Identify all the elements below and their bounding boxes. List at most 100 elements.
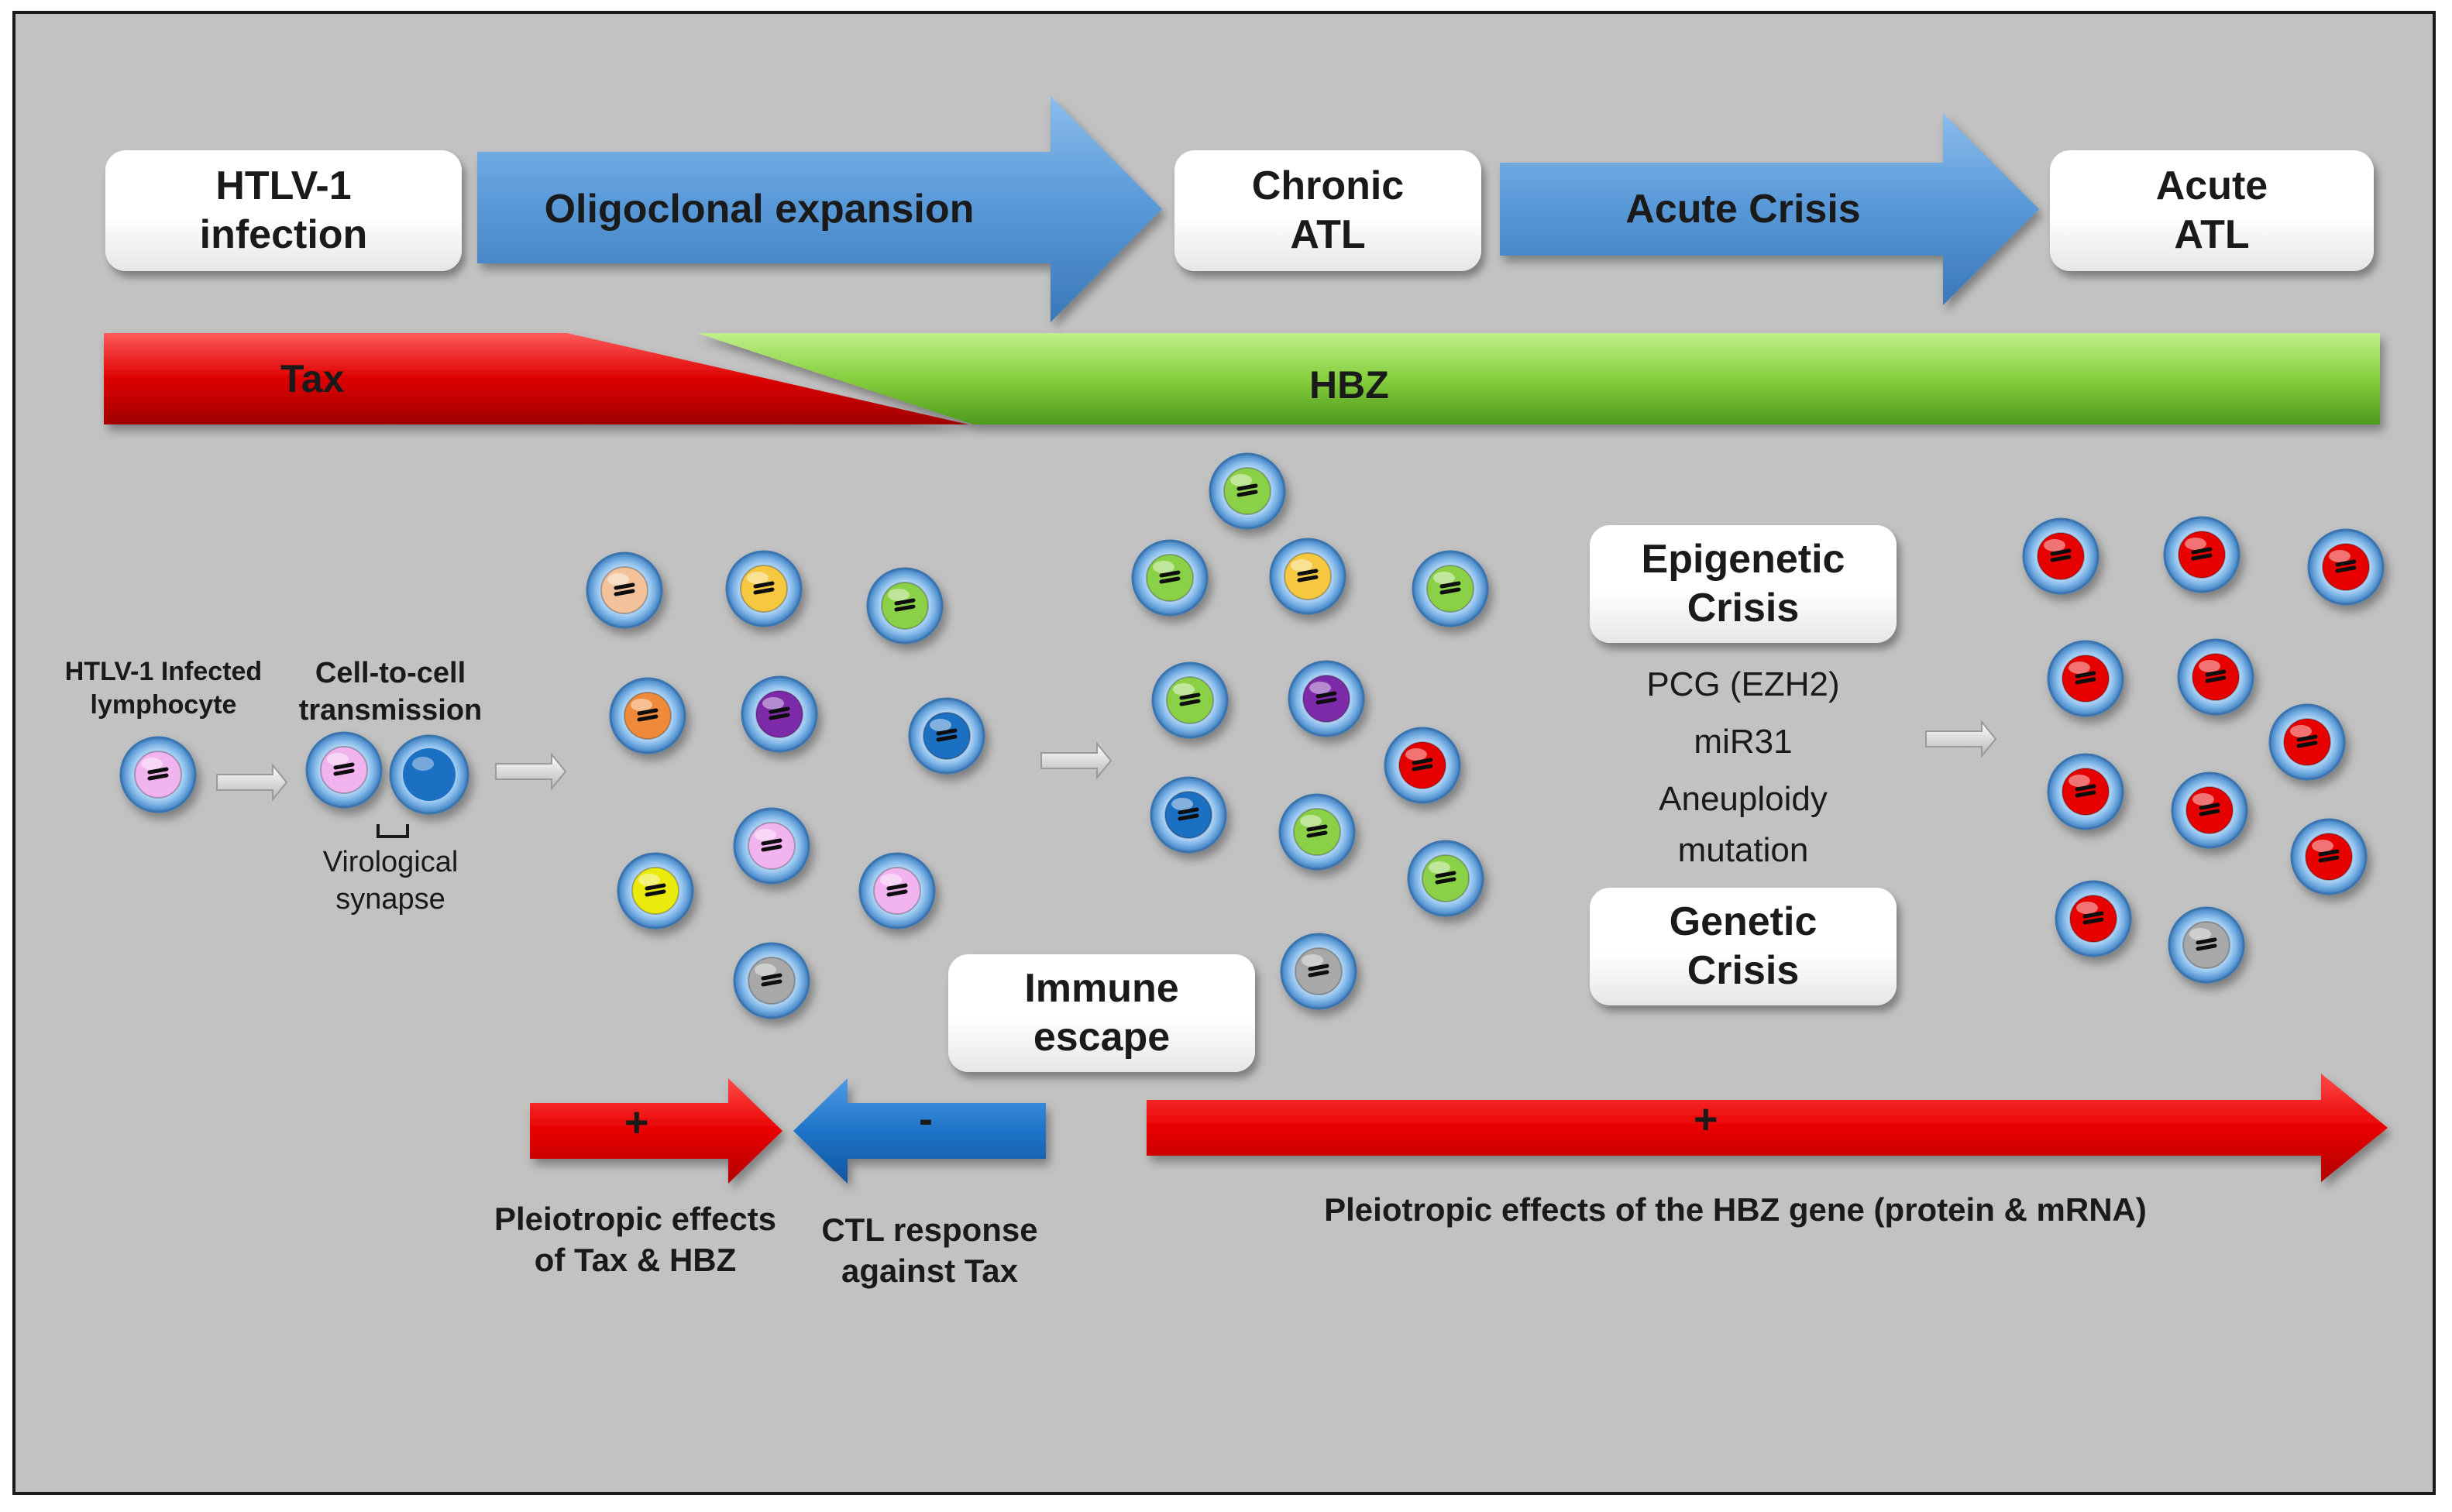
cell-nucleus — [1302, 675, 1350, 723]
provirus-icon — [1308, 964, 1329, 978]
cell-group — [119, 452, 2385, 1019]
cell — [119, 736, 197, 813]
cell-highlight — [638, 874, 660, 886]
hbz-plus-arrow — [1147, 1074, 2388, 1182]
cell-highlight — [1153, 561, 1174, 573]
provirus-icon — [761, 973, 782, 987]
cell-highlight — [2290, 725, 2312, 737]
provirus-icon — [1412, 758, 1433, 771]
cell-nucleus — [923, 712, 971, 760]
cell-nucleus — [2182, 921, 2230, 969]
cell-highlight — [2185, 538, 2206, 550]
label-acute-crisis: Acute Crisis — [1625, 187, 1861, 232]
cell-highlight — [888, 589, 910, 601]
cell-highlight — [2069, 775, 2090, 787]
cell — [609, 677, 686, 754]
cell-nucleus — [2283, 718, 2331, 766]
uninfected-cell — [389, 734, 469, 815]
stage-chronic-atl: Chronic ATL — [1174, 150, 1481, 271]
cell-nucleus — [2178, 531, 2226, 579]
cell-nucleus — [1295, 947, 1343, 995]
provirus-icon — [936, 728, 958, 742]
provirus-icon — [147, 767, 169, 781]
cell-nucleus — [1426, 565, 1474, 613]
cell-nucleus — [2185, 786, 2234, 834]
progression-arrow-4 — [1925, 720, 1997, 758]
label-tax: Tax — [280, 357, 345, 400]
cell-nucleus — [748, 957, 796, 1005]
cell-nucleus — [2305, 833, 2353, 881]
box-immune-escape: Immune escape — [948, 954, 1255, 1072]
provirus-icon — [2082, 911, 2104, 925]
cell — [2290, 818, 2368, 895]
sign-minus-ctl: - — [919, 1096, 933, 1143]
cell — [858, 852, 936, 930]
cell-highlight — [2329, 550, 2351, 562]
cell — [1209, 452, 1286, 530]
synapse-bracket — [377, 824, 409, 838]
cell-highlight — [755, 964, 776, 976]
cell — [2307, 528, 2385, 606]
acute-crisis-arrow — [1500, 113, 2039, 305]
provirus-icon — [1236, 483, 1258, 497]
cell-highlight — [1291, 559, 1312, 572]
label-virological-synapse: Virological synapse — [322, 846, 459, 916]
factor-mir31: miR31 — [1694, 723, 1793, 761]
cell-highlight — [2312, 840, 2333, 852]
cell — [1269, 538, 1346, 615]
cell-highlight — [1429, 861, 1450, 874]
label-oligoclonal-expansion: Oligoclonal expansion — [544, 187, 975, 232]
provirus-icon — [761, 838, 782, 852]
provirus-icon — [645, 883, 666, 897]
provirus-icon — [2191, 547, 2213, 561]
ctl-minus-arrow — [793, 1078, 1046, 1184]
cell-highlight — [880, 874, 902, 886]
cell — [2047, 640, 2124, 717]
cell-nucleus — [600, 566, 648, 614]
cell — [2168, 906, 2245, 984]
cell — [2171, 771, 2248, 849]
cell-nucleus — [1284, 552, 1332, 600]
provirus-icon — [2296, 734, 2318, 748]
provirus-icon — [1315, 691, 1337, 705]
cell-highlight — [2069, 662, 2090, 674]
cell-nucleus — [320, 746, 368, 794]
cell-nucleus — [1422, 854, 1470, 902]
oligoclonal-expansion-arrow — [477, 96, 1162, 322]
cell-nucleus — [2069, 895, 2117, 943]
cell-highlight — [141, 758, 163, 770]
cell — [1288, 660, 1365, 737]
cell-nucleus — [1166, 676, 1214, 724]
cell-nucleus — [1164, 791, 1212, 839]
cell — [908, 697, 985, 775]
provirus-icon — [2199, 802, 2220, 816]
cell-nucleus — [2192, 653, 2240, 701]
hbz-bar — [697, 333, 2380, 424]
cell-nucleus — [748, 822, 796, 870]
provirus-icon — [894, 598, 916, 612]
label-hbz: HBZ — [1309, 363, 1389, 407]
provirus-icon — [1306, 824, 1328, 838]
cell-highlight — [1173, 683, 1195, 696]
cell-nucleus — [881, 582, 929, 630]
cell-nucleus — [624, 692, 672, 740]
cell — [2055, 880, 2132, 957]
cell-nucleus — [2062, 768, 2110, 816]
cell — [733, 807, 810, 885]
cell — [586, 552, 663, 629]
cell-nucleus — [1146, 554, 1194, 602]
progression-arrow-2 — [495, 752, 567, 791]
cell — [2163, 516, 2241, 593]
cell-highlight — [747, 572, 769, 584]
provirus-icon — [637, 708, 659, 722]
cell-nucleus — [1398, 741, 1446, 789]
cell-highlight — [2044, 539, 2065, 552]
cell — [733, 942, 810, 1019]
provirus-icon — [2318, 849, 2340, 863]
cell-highlight — [327, 753, 349, 765]
cell-nucleus — [2322, 543, 2370, 591]
label-pleiotropic-tax-hbz: Pleiotropic effects of Tax & HBZ — [493, 1201, 777, 1278]
provirus-icon — [769, 706, 790, 720]
provirus-icon — [2335, 559, 2357, 573]
